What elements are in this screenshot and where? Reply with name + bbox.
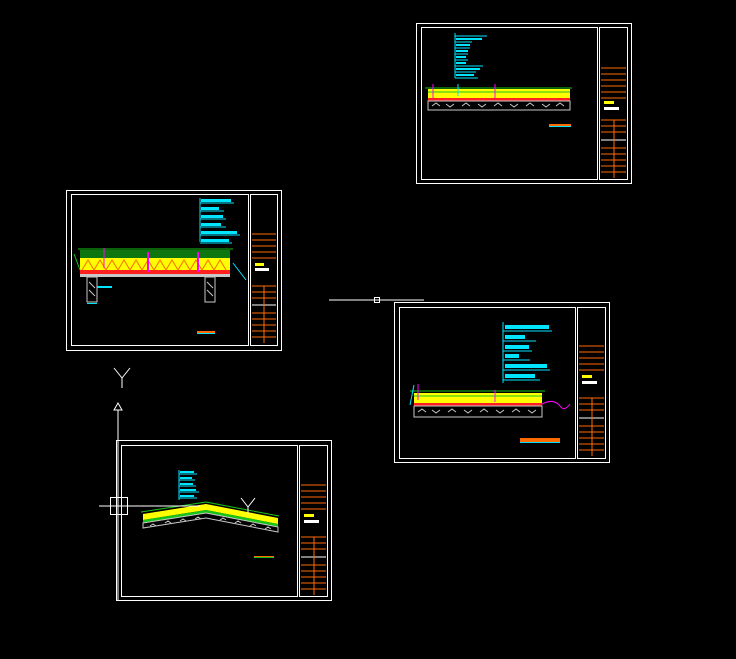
drawing-sheet-c[interactable] bbox=[394, 302, 610, 463]
drawing-sheet-a[interactable] bbox=[416, 23, 632, 184]
title-block bbox=[301, 484, 326, 595]
roof-section-a bbox=[425, 84, 572, 127]
crosshair-cursor-icon bbox=[99, 421, 200, 600]
title-block bbox=[252, 233, 276, 343]
pickbox-cursor-icon bbox=[329, 297, 424, 303]
layer-notes bbox=[199, 198, 240, 244]
layer-notes bbox=[178, 470, 199, 500]
layer-notes bbox=[502, 322, 552, 383]
roof-section-c bbox=[409, 384, 571, 443]
drawing-sheet-b[interactable] bbox=[66, 190, 282, 351]
ucs-axis-icon bbox=[113, 367, 131, 440]
title-block bbox=[601, 67, 626, 178]
roof-section-b bbox=[73, 248, 247, 334]
drawing-sheet-d[interactable] bbox=[116, 440, 332, 601]
title-block bbox=[579, 345, 604, 456]
roof-section-d bbox=[140, 497, 280, 558]
layer-notes bbox=[454, 33, 487, 79]
